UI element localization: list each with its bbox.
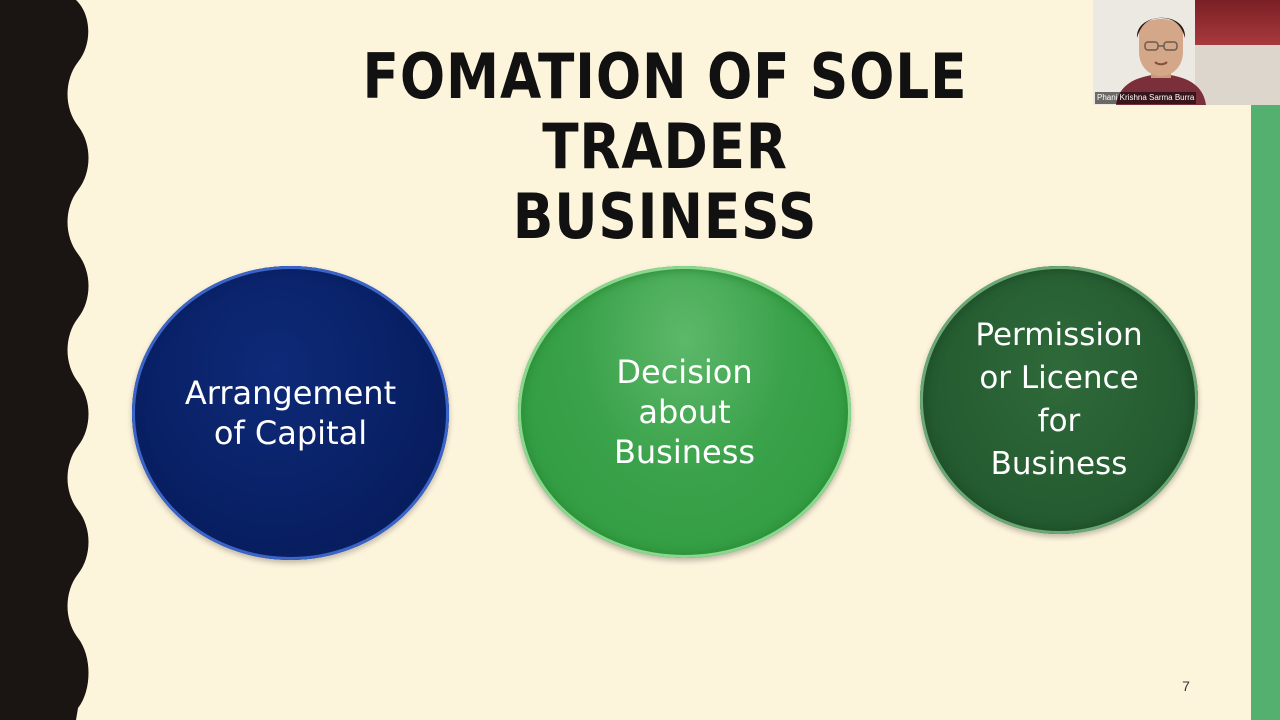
accent-bar (1251, 105, 1280, 720)
slide-title-line1: FOMATION OF SOLE TRADER (362, 40, 968, 183)
participant-avatar (1116, 17, 1206, 105)
participant-name-label: Phani Krishna Sarma Burra (1095, 92, 1197, 104)
circle-text: Business (990, 446, 1128, 482)
circle-text: about (638, 393, 731, 431)
participant-video-tile[interactable] (1093, 0, 1280, 105)
circle-text: Decision (616, 353, 753, 391)
circle-text: Arrangement (184, 374, 397, 412)
circle-text: of Capital (213, 414, 368, 452)
wavy-border-decoration (0, 0, 89, 720)
slide-title-line2: BUSINESS (512, 180, 818, 253)
background-wall-art (1195, 0, 1280, 45)
circle-arrangement-of-capital: Arrangement of Capital (132, 266, 449, 560)
circle-decision-about-business: Decision about Business (518, 266, 851, 558)
slide-title: FOMATION OF SOLE TRADER BUSINESS (239, 42, 1090, 252)
circle-text: or Licence (979, 360, 1139, 396)
circle-text: for (1037, 403, 1081, 439)
circle-permission-or-licence: Permission or Licence for Business (920, 266, 1198, 534)
page-number: 7 (1182, 678, 1190, 694)
background-wall (1195, 45, 1280, 105)
circle-text: Permission (975, 317, 1143, 353)
circle-text: Business (613, 433, 756, 471)
